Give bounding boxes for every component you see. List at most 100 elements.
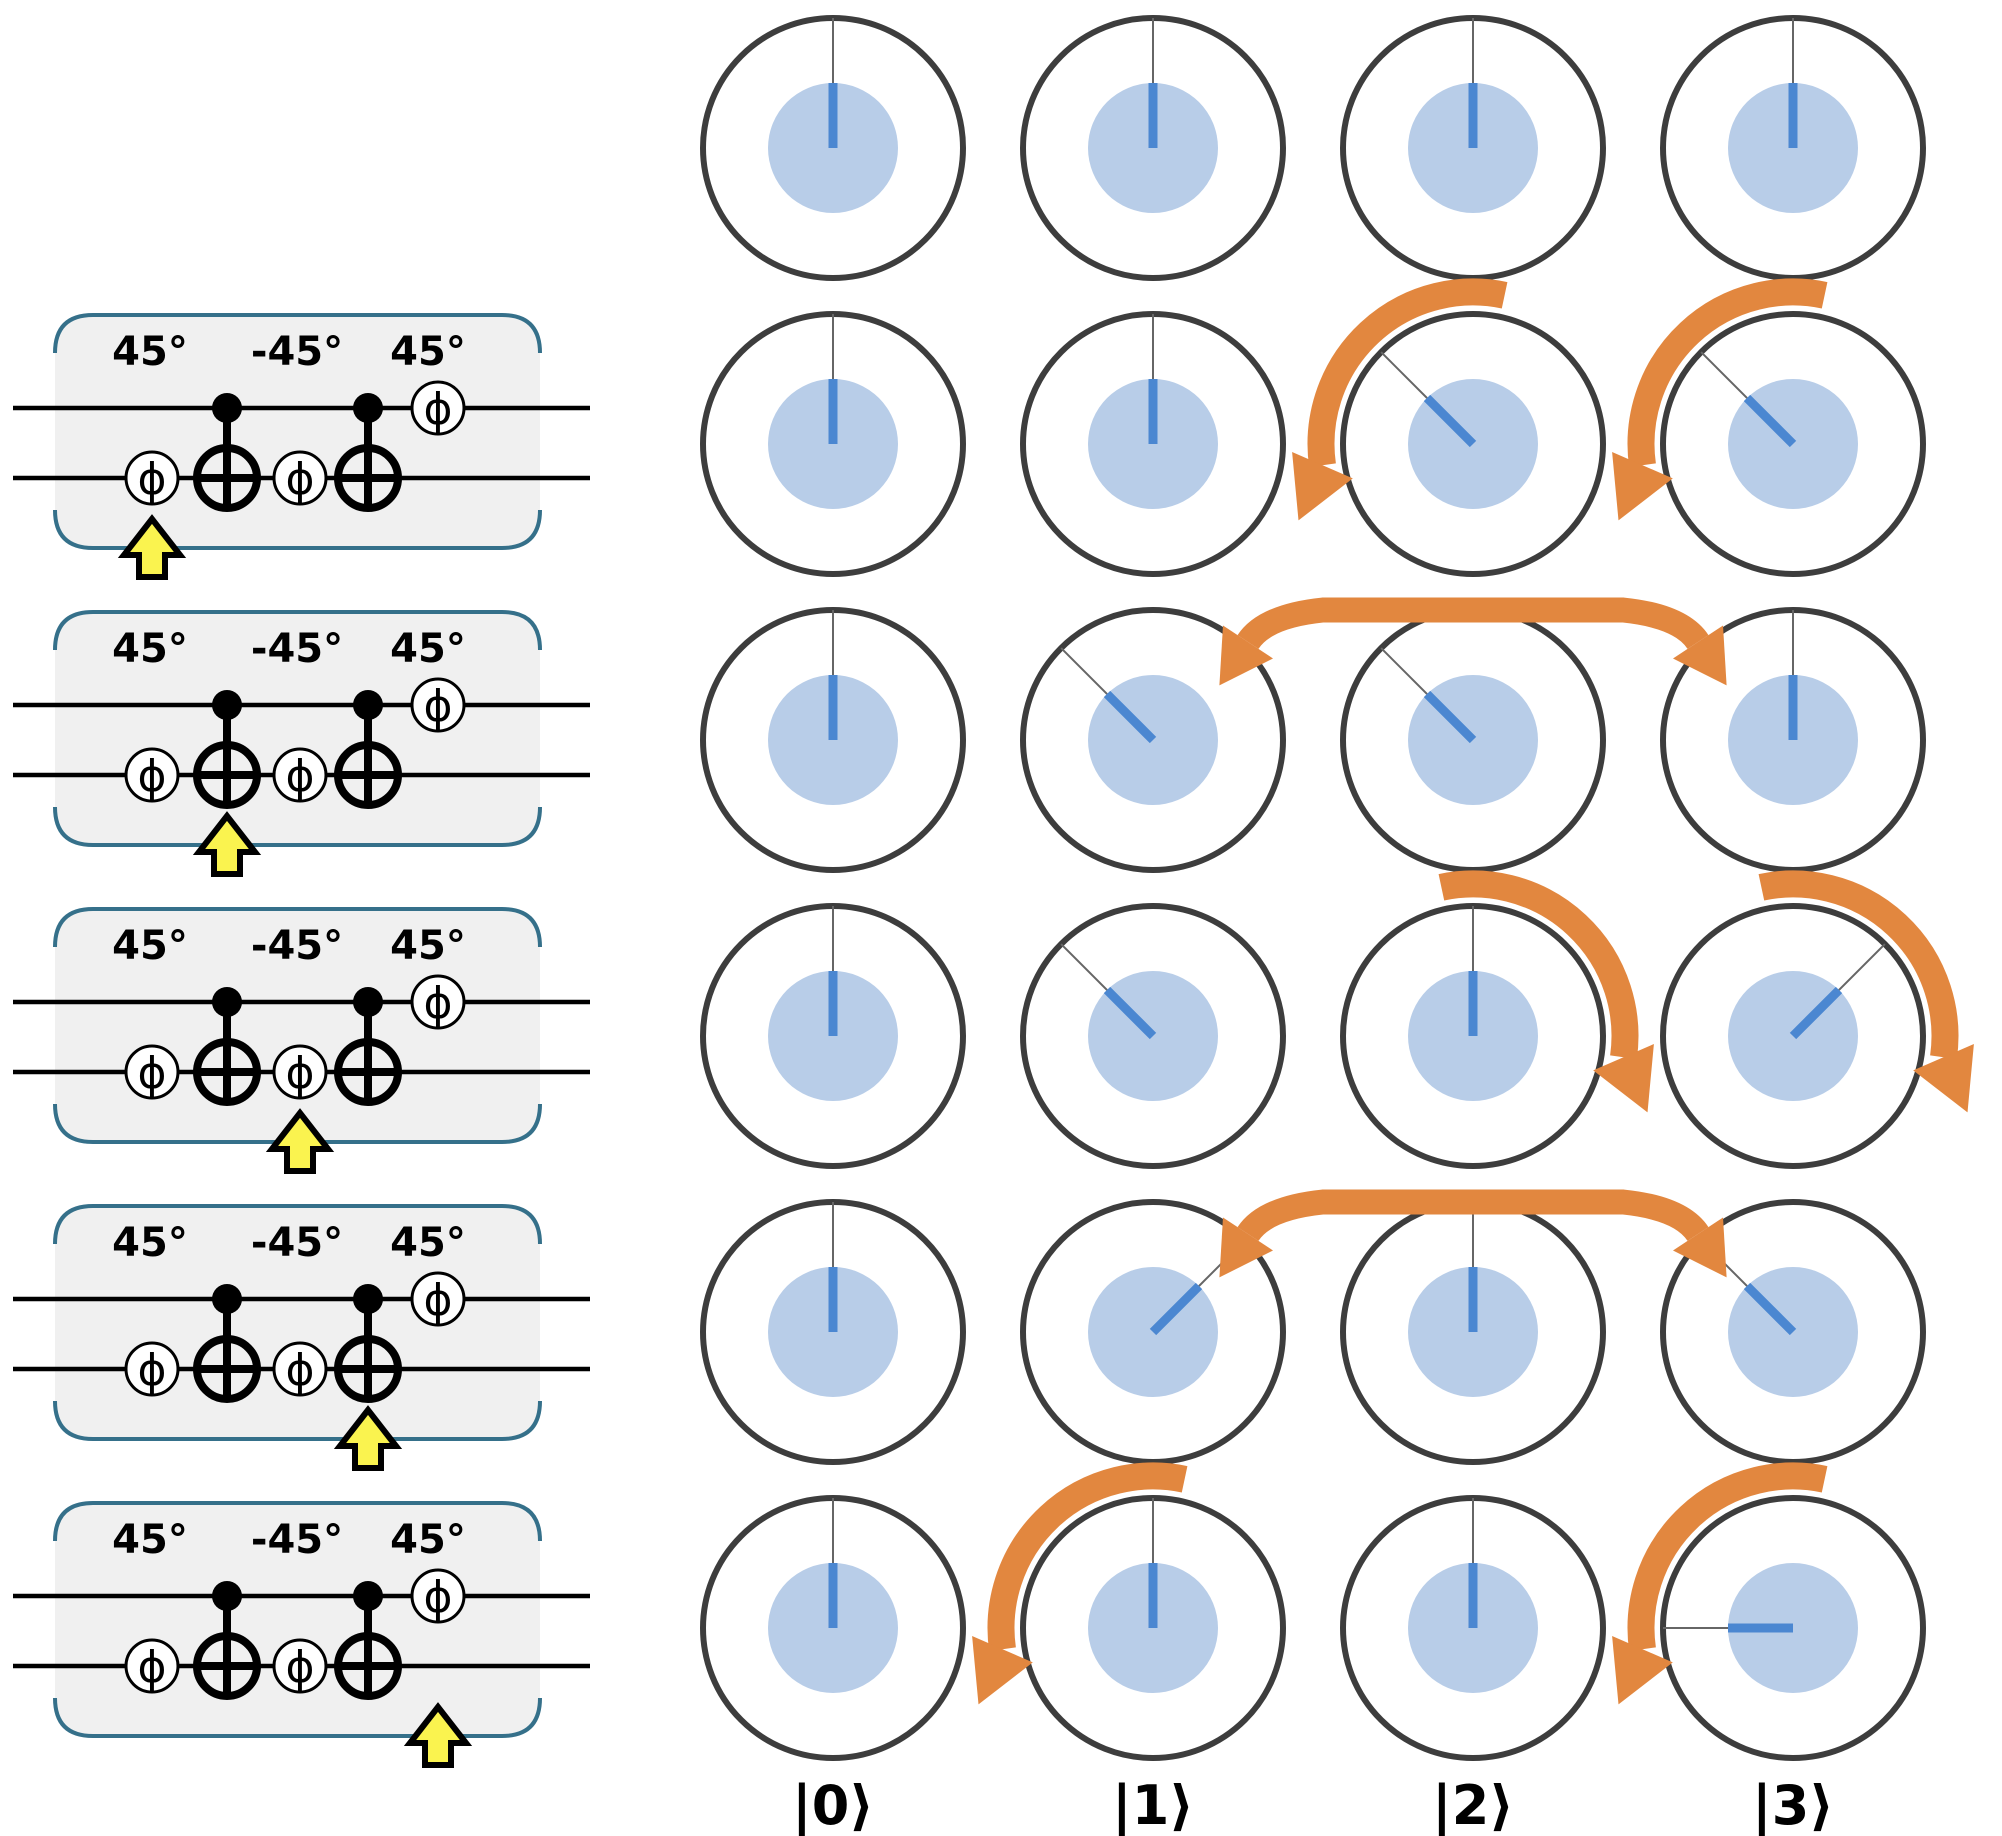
phase-gate-icon: ϕ bbox=[410, 1271, 466, 1327]
phase-gate-icon: ϕ bbox=[410, 677, 466, 733]
phase-gate-symbol: ϕ bbox=[137, 1048, 166, 1099]
phase-circle-row3-state3 bbox=[1660, 607, 1926, 873]
phase-circle-row6-state3 bbox=[1660, 1495, 1926, 1761]
highlight-arrow-icon bbox=[192, 811, 262, 877]
circuit-box-border-bottom bbox=[53, 806, 542, 847]
phase-circle-row6-state2 bbox=[1340, 1495, 1606, 1761]
phase-circle-row3-state2 bbox=[1340, 607, 1606, 873]
phase-circle-row3-state1 bbox=[1020, 607, 1286, 873]
phase-gate-symbol: ϕ bbox=[137, 751, 166, 802]
angle-label: -45° bbox=[251, 329, 343, 375]
swap-arrow-icon bbox=[1219, 597, 1727, 686]
rotation-ccw-arrow-icon bbox=[1612, 1462, 1828, 1705]
control-dot bbox=[212, 1581, 242, 1611]
circuit-box-border-top bbox=[53, 907, 542, 948]
phase-gate-icon: ϕ bbox=[272, 747, 328, 803]
phase-pointer bbox=[1743, 1282, 1797, 1336]
phase-gate-icon: ϕ bbox=[124, 747, 180, 803]
phase-pointer bbox=[1789, 986, 1843, 1040]
phase-circle-row5-state2 bbox=[1340, 1199, 1606, 1465]
phase-circle-row5-state3 bbox=[1660, 1199, 1926, 1465]
phase-gate-symbol: ϕ bbox=[137, 1642, 166, 1693]
phase-gate-icon: ϕ bbox=[124, 1341, 180, 1397]
phase-circle-row3-state0 bbox=[700, 607, 966, 873]
rotation-ccw-arrow-icon bbox=[972, 1462, 1188, 1705]
cnot-gate-icon bbox=[334, 393, 402, 512]
angle-label: -45° bbox=[251, 1517, 343, 1563]
phase-gate-symbol: ϕ bbox=[423, 1275, 452, 1326]
phase-gate-symbol: ϕ bbox=[285, 1345, 314, 1396]
phase-gate-icon: ϕ bbox=[410, 1568, 466, 1624]
phase-gate-icon: ϕ bbox=[124, 1638, 180, 1694]
angle-label: 45° bbox=[390, 1220, 466, 1266]
basis-state-label: |0⟩ bbox=[792, 1774, 874, 1836]
highlight-arrow-icon bbox=[333, 1405, 403, 1471]
control-dot bbox=[212, 690, 242, 720]
highlight-arrow-icon bbox=[265, 1108, 335, 1174]
basis-state-label: |3⟩ bbox=[1752, 1774, 1834, 1836]
angle-label: 45° bbox=[112, 923, 188, 969]
phase-circle-row2-state0 bbox=[700, 311, 966, 577]
phase-gate-symbol: ϕ bbox=[423, 384, 452, 435]
phase-gate-symbol: ϕ bbox=[285, 454, 314, 505]
cnot-gate-icon bbox=[193, 1284, 261, 1403]
circuit-diagram-1: 45° -45° 45° ϕ ϕ ϕ bbox=[13, 313, 590, 580]
control-dot bbox=[353, 690, 383, 720]
cnot-gate-icon bbox=[193, 690, 261, 809]
control-dot bbox=[212, 393, 242, 423]
cnot-gate-icon bbox=[334, 987, 402, 1106]
cnot-gate-icon bbox=[193, 393, 261, 512]
angle-label: 45° bbox=[390, 1517, 466, 1563]
rotation-cw-arrow-icon bbox=[1758, 870, 1974, 1113]
rotation-ccw-arrow-icon bbox=[1612, 278, 1828, 521]
circuit-box-border-bottom bbox=[53, 1400, 542, 1441]
angle-label: -45° bbox=[251, 923, 343, 969]
cnot-gate-icon bbox=[334, 1581, 402, 1700]
phase-pointer bbox=[1149, 1282, 1203, 1336]
circuit-box-border-top bbox=[53, 610, 542, 651]
angle-label: 45° bbox=[112, 329, 188, 375]
highlight-arrow-icon bbox=[117, 514, 187, 580]
angle-label: -45° bbox=[251, 1220, 343, 1266]
control-dot bbox=[212, 1284, 242, 1314]
phase-circle-row1-state3 bbox=[1660, 15, 1926, 281]
phase-gate-icon: ϕ bbox=[272, 450, 328, 506]
phase-gate-symbol: ϕ bbox=[137, 1345, 166, 1396]
phase-circle-row2-state3 bbox=[1660, 311, 1926, 577]
phase-pointer bbox=[1743, 394, 1797, 448]
circuit-box-border-top bbox=[53, 313, 542, 354]
circuit-box-border-bottom bbox=[53, 1697, 542, 1738]
phase-gate-icon: ϕ bbox=[272, 1341, 328, 1397]
phase-circle-row5-state1 bbox=[1020, 1199, 1286, 1465]
control-dot bbox=[353, 987, 383, 1017]
cnot-gate-icon bbox=[193, 987, 261, 1106]
phase-gate-symbol: ϕ bbox=[423, 978, 452, 1029]
phase-pointer bbox=[1423, 394, 1477, 448]
phase-gate-symbol: ϕ bbox=[285, 751, 314, 802]
circuit-box-border-top bbox=[53, 1204, 542, 1245]
phase-gate-icon: ϕ bbox=[272, 1638, 328, 1694]
cnot-gate-icon bbox=[193, 1581, 261, 1700]
phase-gate-symbol: ϕ bbox=[285, 1048, 314, 1099]
phase-circle-row6-state1 bbox=[1020, 1495, 1286, 1761]
phase-gate-symbol: ϕ bbox=[137, 454, 166, 505]
angle-label: 45° bbox=[112, 1220, 188, 1266]
circuit-box-border-top bbox=[53, 1501, 542, 1542]
phase-pointer bbox=[1423, 690, 1477, 744]
control-dot bbox=[353, 393, 383, 423]
control-dot bbox=[353, 1581, 383, 1611]
phase-circle-row1-state1 bbox=[1020, 15, 1286, 281]
phase-circle-row4-state3 bbox=[1660, 903, 1926, 1169]
phase-gate-icon: ϕ bbox=[410, 974, 466, 1030]
highlight-arrow-icon bbox=[403, 1702, 473, 1768]
circuit-diagram-4: 45° -45° 45° ϕ ϕ ϕ bbox=[13, 1204, 590, 1471]
control-dot bbox=[353, 1284, 383, 1314]
phase-circle-row4-state2 bbox=[1340, 903, 1606, 1169]
angle-label: 45° bbox=[390, 329, 466, 375]
phase-gate-icon: ϕ bbox=[124, 450, 180, 506]
phase-circle-row2-state1 bbox=[1020, 311, 1286, 577]
rotation-ccw-arrow-icon bbox=[1292, 278, 1508, 521]
